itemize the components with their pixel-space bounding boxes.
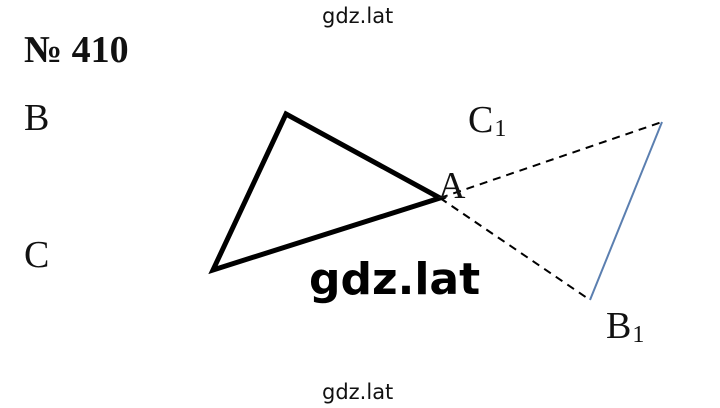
label-a: A — [438, 165, 466, 207]
label-b1: B1 — [606, 304, 644, 349]
label-c1-sub: 1 — [494, 116, 507, 142]
watermark-top: gdz.lat — [322, 4, 394, 28]
problem-number: № 410 — [24, 29, 129, 71]
label-c1: C1 — [468, 98, 506, 143]
triangle-abc — [208, 110, 447, 275]
label-c1-base: C — [468, 99, 494, 141]
label-b1-sub: 1 — [632, 322, 645, 348]
label-b: B — [24, 97, 50, 139]
watermark-center: gdz.lat — [305, 258, 485, 302]
dashed-line-a-b1 — [439, 197, 591, 301]
segment-b1-c1 — [589, 121, 663, 301]
label-c: C — [24, 234, 50, 276]
watermark-bottom: gdz.lat — [322, 380, 394, 404]
dashed-line-a-c1 — [439, 121, 663, 199]
label-b1-base: B — [606, 305, 632, 347]
